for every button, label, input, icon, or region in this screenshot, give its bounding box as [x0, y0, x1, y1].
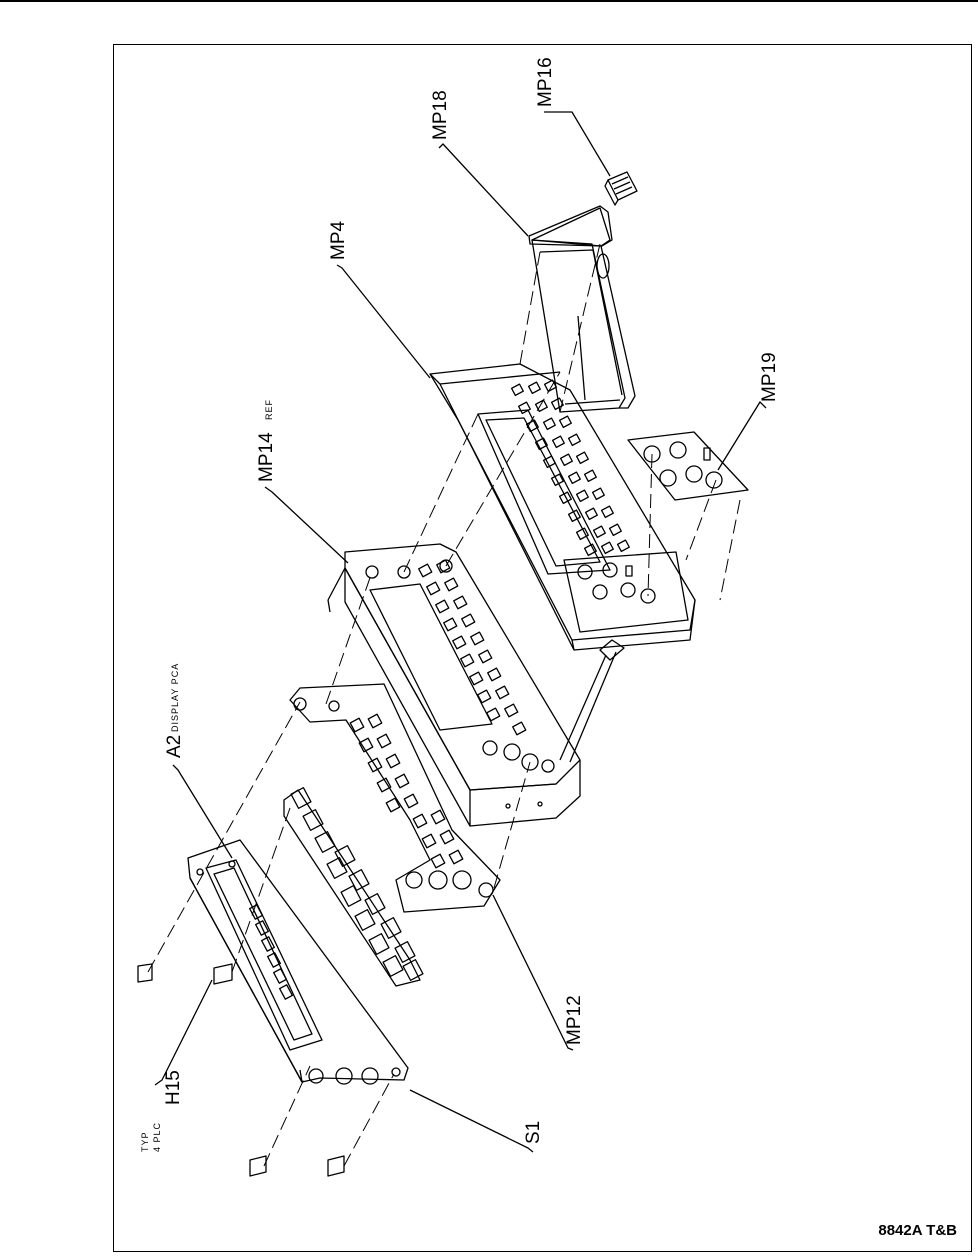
a2-digits: [249, 904, 293, 1000]
svg-text:MP12: MP12: [564, 995, 585, 1045]
top-rule: [0, 0, 978, 2]
label-mp4: MP4: [328, 221, 349, 261]
part-mp12-bracket: [289, 683, 501, 913]
label-s1: S1: [523, 1121, 544, 1144]
figure-frame: 8842A T&B: [113, 44, 972, 1252]
svg-text:MP19: MP19: [759, 352, 780, 402]
s1-switch-caps: [290, 787, 424, 981]
part-a2-display-pca: [187, 839, 409, 1085]
part-mp18-cover: [528, 205, 636, 413]
alignment-lines: [147, 243, 741, 1167]
svg-text:TYP: TYP: [140, 1131, 150, 1152]
mp4-keys: [510, 379, 630, 557]
svg-text:4 PLC: 4 PLC: [152, 1122, 162, 1152]
label-a2: A2: [164, 735, 185, 758]
part-mp19-overlay: [627, 431, 749, 501]
svg-text:DISPLAY PCA: DISPLAY PCA: [170, 663, 180, 732]
svg-text:H15: H15: [163, 1070, 184, 1105]
part-h15-screws: [137, 963, 345, 1177]
leader-lines: [154, 111, 767, 1153]
label-h15-note-1: TYP: [140, 1131, 150, 1152]
part-mp14-chassis: [327, 543, 581, 827]
mp12-keys: [349, 713, 464, 869]
svg-text:MP16: MP16: [535, 57, 556, 107]
label-h15-note-2: 4 PLC: [152, 1122, 162, 1152]
svg-text:MP14: MP14: [256, 432, 277, 482]
label-mp19: MP19: [759, 352, 780, 402]
mp14-keys: [418, 559, 527, 736]
svg-text:REF: REF: [264, 399, 274, 420]
figure-code: 8842A T&B: [878, 1222, 957, 1239]
label-a2-note: DISPLAY PCA: [170, 663, 180, 732]
label-mp16: MP16: [535, 57, 556, 107]
part-mp4-front-panel: [429, 363, 696, 763]
svg-text:MP4: MP4: [328, 221, 349, 261]
part-mp16-clip: [604, 171, 638, 206]
svg-text:MP18: MP18: [430, 90, 451, 140]
label-mp14-note: REF: [264, 399, 274, 420]
label-mp14: MP14: [256, 432, 277, 482]
label-mp18: MP18: [430, 90, 451, 140]
label-mp12: MP12: [564, 995, 585, 1045]
svg-text:A2: A2: [164, 735, 185, 758]
svg-text:S1: S1: [523, 1121, 544, 1144]
part-s1-switches: [283, 787, 424, 987]
label-h15: H15: [163, 1070, 184, 1105]
